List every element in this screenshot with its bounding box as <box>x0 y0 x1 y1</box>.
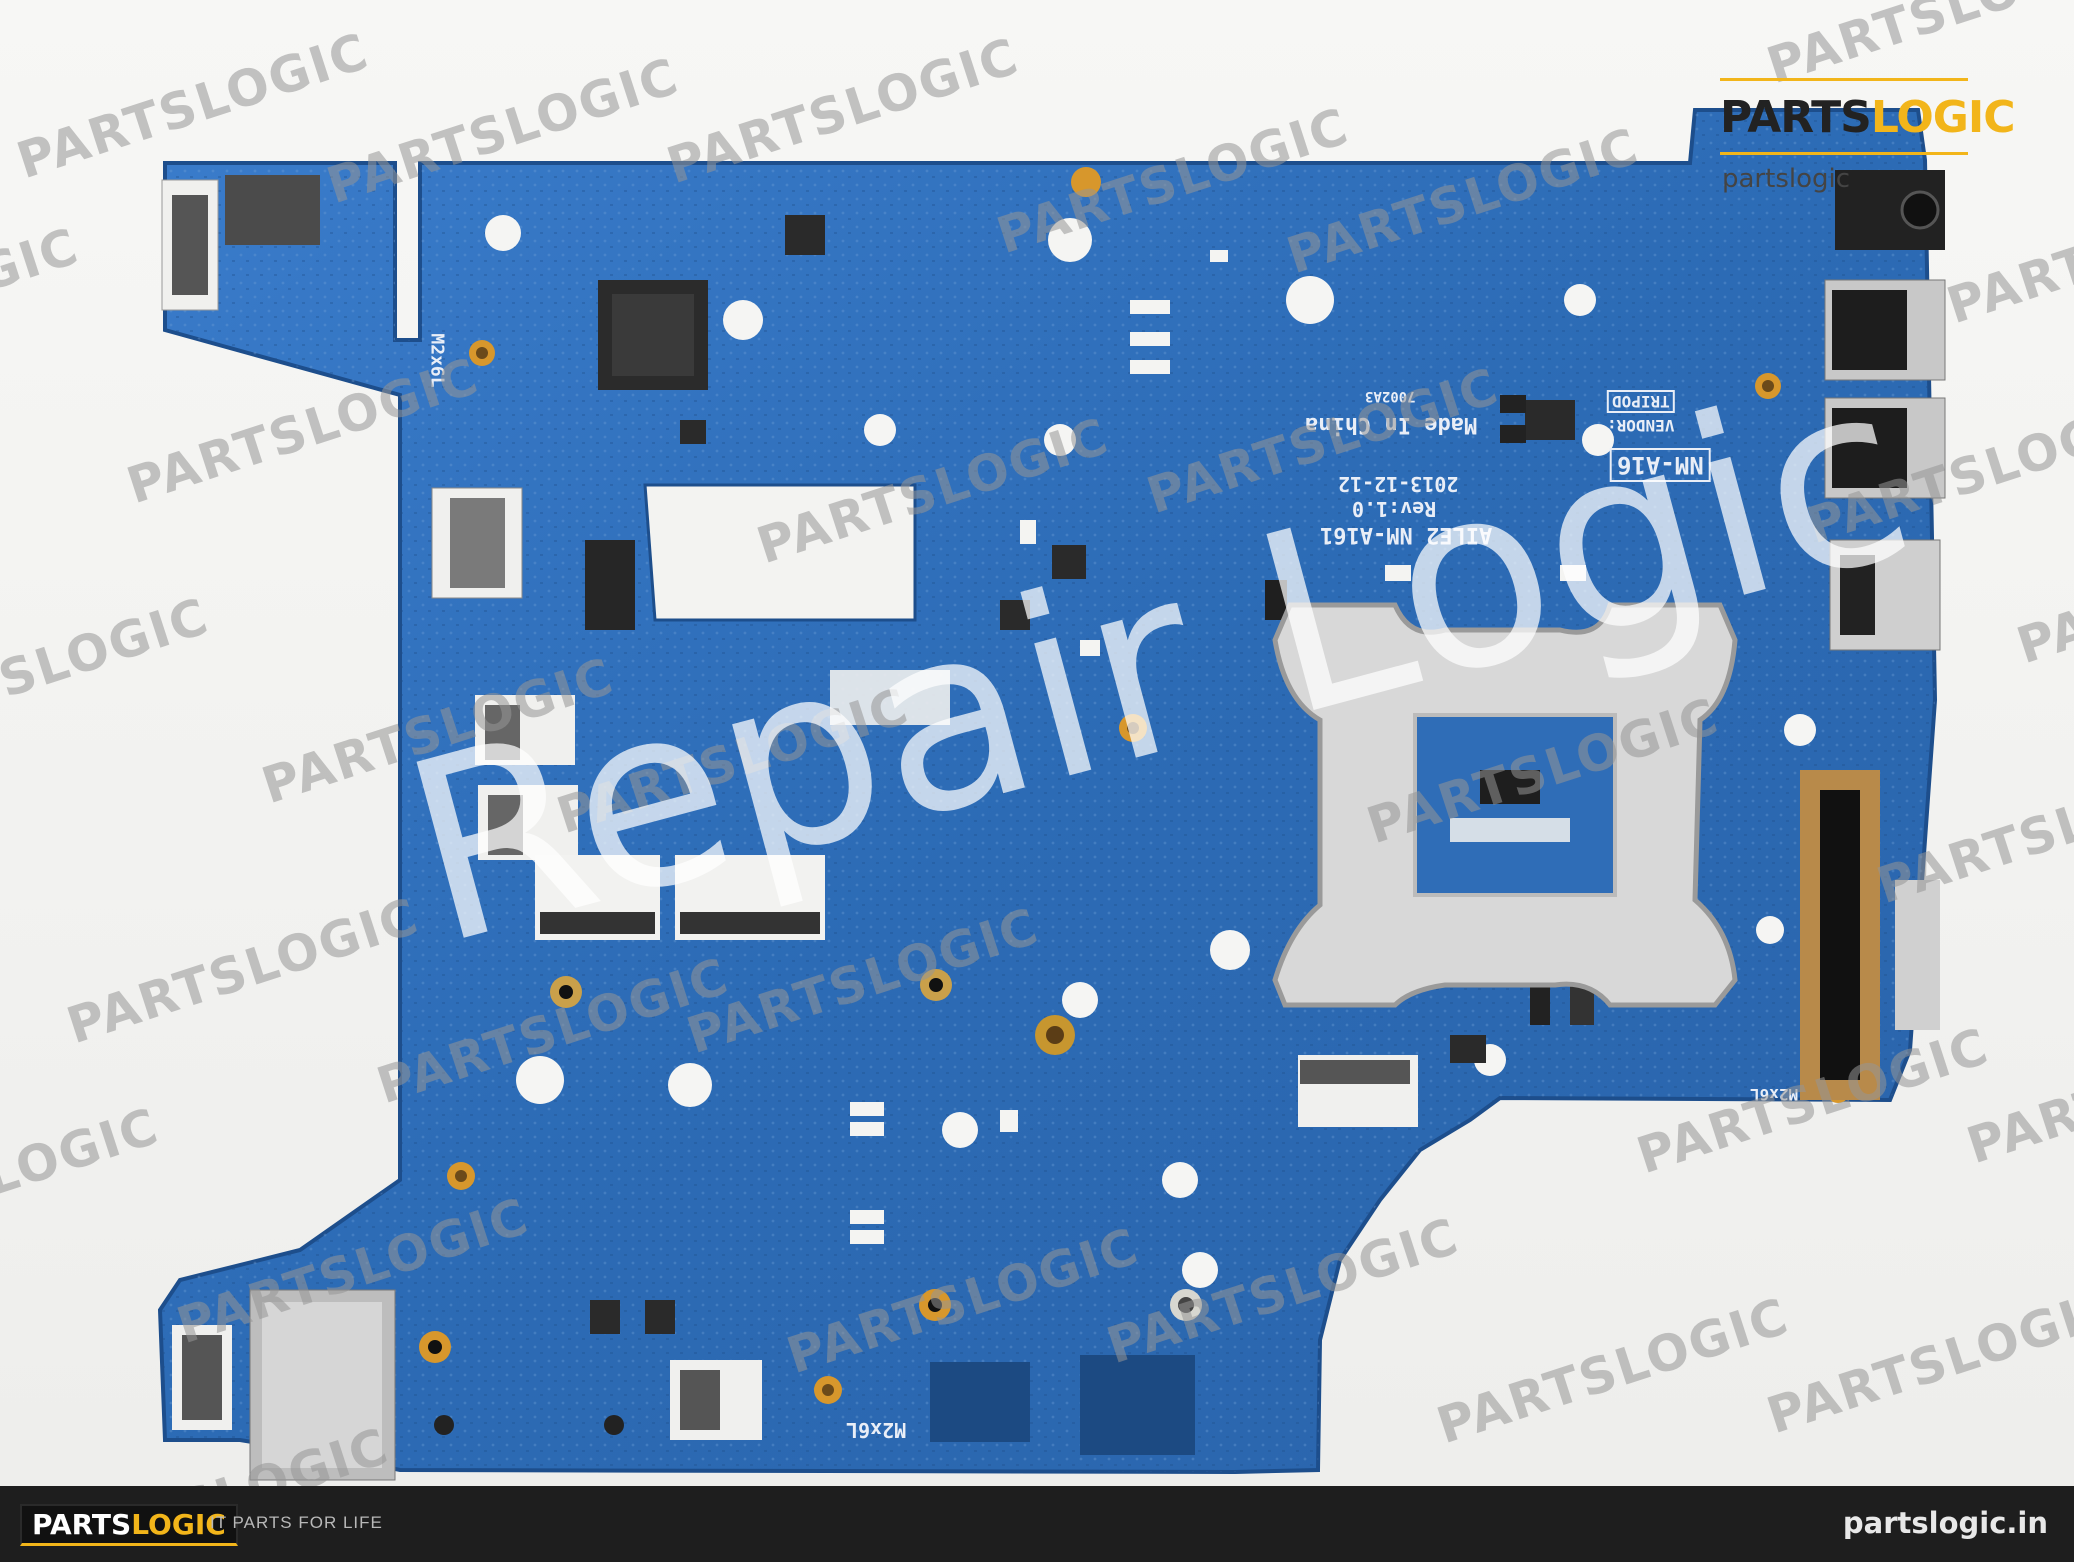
mounting-holes <box>485 215 1816 1288</box>
logo-url: partslogic <box>1722 164 1851 194</box>
footer-tagline: IT PARTS FOR LIFE <box>210 1513 383 1532</box>
silk-lot: 7002A3 <box>1365 388 1416 404</box>
product-photo: NM-A16 AILE2 NM-A161 Rev:1.0 2013-12-12 … <box>0 0 2074 1486</box>
footer-logo-parts: PARTS <box>32 1508 132 1541</box>
motherboard <box>157 108 1946 1481</box>
smd-components <box>830 250 1586 1244</box>
cutout <box>643 483 917 622</box>
footer-logo: PARTSLOGIC <box>20 1504 238 1546</box>
screw-pads <box>419 167 1850 1435</box>
silk-screw-size-2: M2x6L <box>1750 1085 1799 1104</box>
silk-model-label: NM-A16 <box>1610 448 1711 482</box>
connectors <box>161 175 1418 1481</box>
silk-revision: Rev:1.0 <box>1352 497 1437 521</box>
io-ports <box>1800 170 1946 1100</box>
silk-vendor-name: TRIPOD <box>1607 390 1675 413</box>
silk-screw-size-3: M2x6L <box>426 333 448 388</box>
silk-made-in: Made In China <box>1305 412 1478 437</box>
footer-logo-logic: LOGIC <box>131 1508 226 1541</box>
footer-url: partslogic.in <box>1842 1506 2048 1540</box>
silk-date: 2013-12-12 <box>1338 472 1459 496</box>
logo-text-parts: PARTS <box>1720 92 1872 143</box>
silk-board-name: AILE2 NM-A161 <box>1320 522 1493 547</box>
silk-screw-size: M2x6L <box>846 1418 907 1442</box>
footer-bar: PARTSLOGIC IT PARTS FOR LIFE partslogic.… <box>0 1486 2074 1562</box>
logo-text-logic: LOGIC <box>1870 92 2016 143</box>
brand-logo: PARTSLOGIC partslogic <box>1720 78 2016 194</box>
silk-vendor-label: VENDOR: <box>1607 416 1675 435</box>
